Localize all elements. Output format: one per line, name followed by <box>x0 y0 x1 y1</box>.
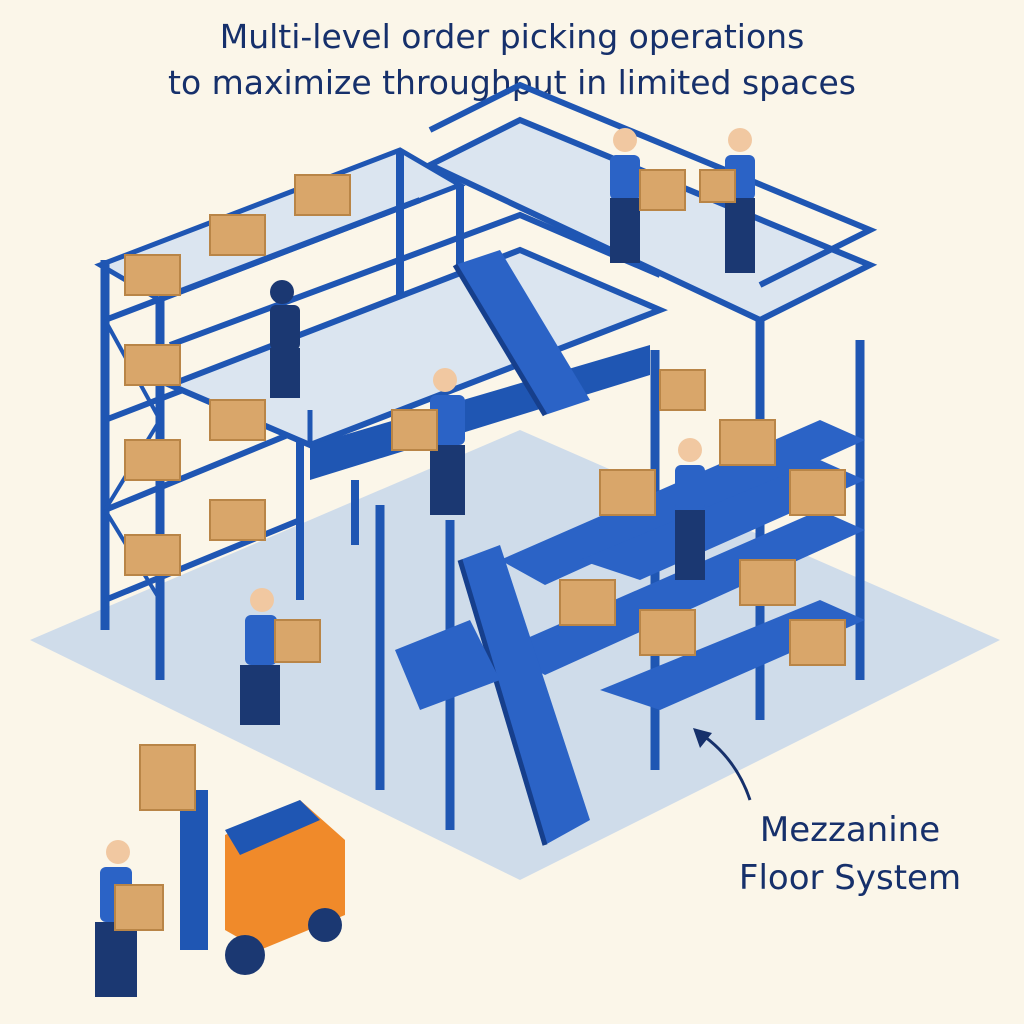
lower-staircase <box>395 545 590 846</box>
worker-upper-left <box>610 128 686 263</box>
worker-picker-left-rack <box>270 280 300 398</box>
worker-mezzanine <box>391 368 465 515</box>
worker-right-rack <box>675 438 705 580</box>
worker-ground <box>240 588 321 725</box>
worker-forklift-side <box>95 840 164 997</box>
callout-line-1: Mezzanine <box>759 810 941 850</box>
upper-staircase <box>452 250 590 417</box>
stored-boxes <box>124 174 846 666</box>
title-line-2: to maximize throughput in limited spaces <box>168 63 856 102</box>
callout-arrowhead <box>693 728 712 748</box>
callout-line-2: Floor System <box>738 858 962 898</box>
title-line-1: Multi-level order picking operations <box>219 17 805 56</box>
worker-upper-right <box>699 128 755 273</box>
mezzanine-callout-label: Mezzanine Floor System <box>690 806 1010 902</box>
page-title: Multi-level order picking operations to … <box>0 14 1024 106</box>
forklift <box>139 744 345 975</box>
